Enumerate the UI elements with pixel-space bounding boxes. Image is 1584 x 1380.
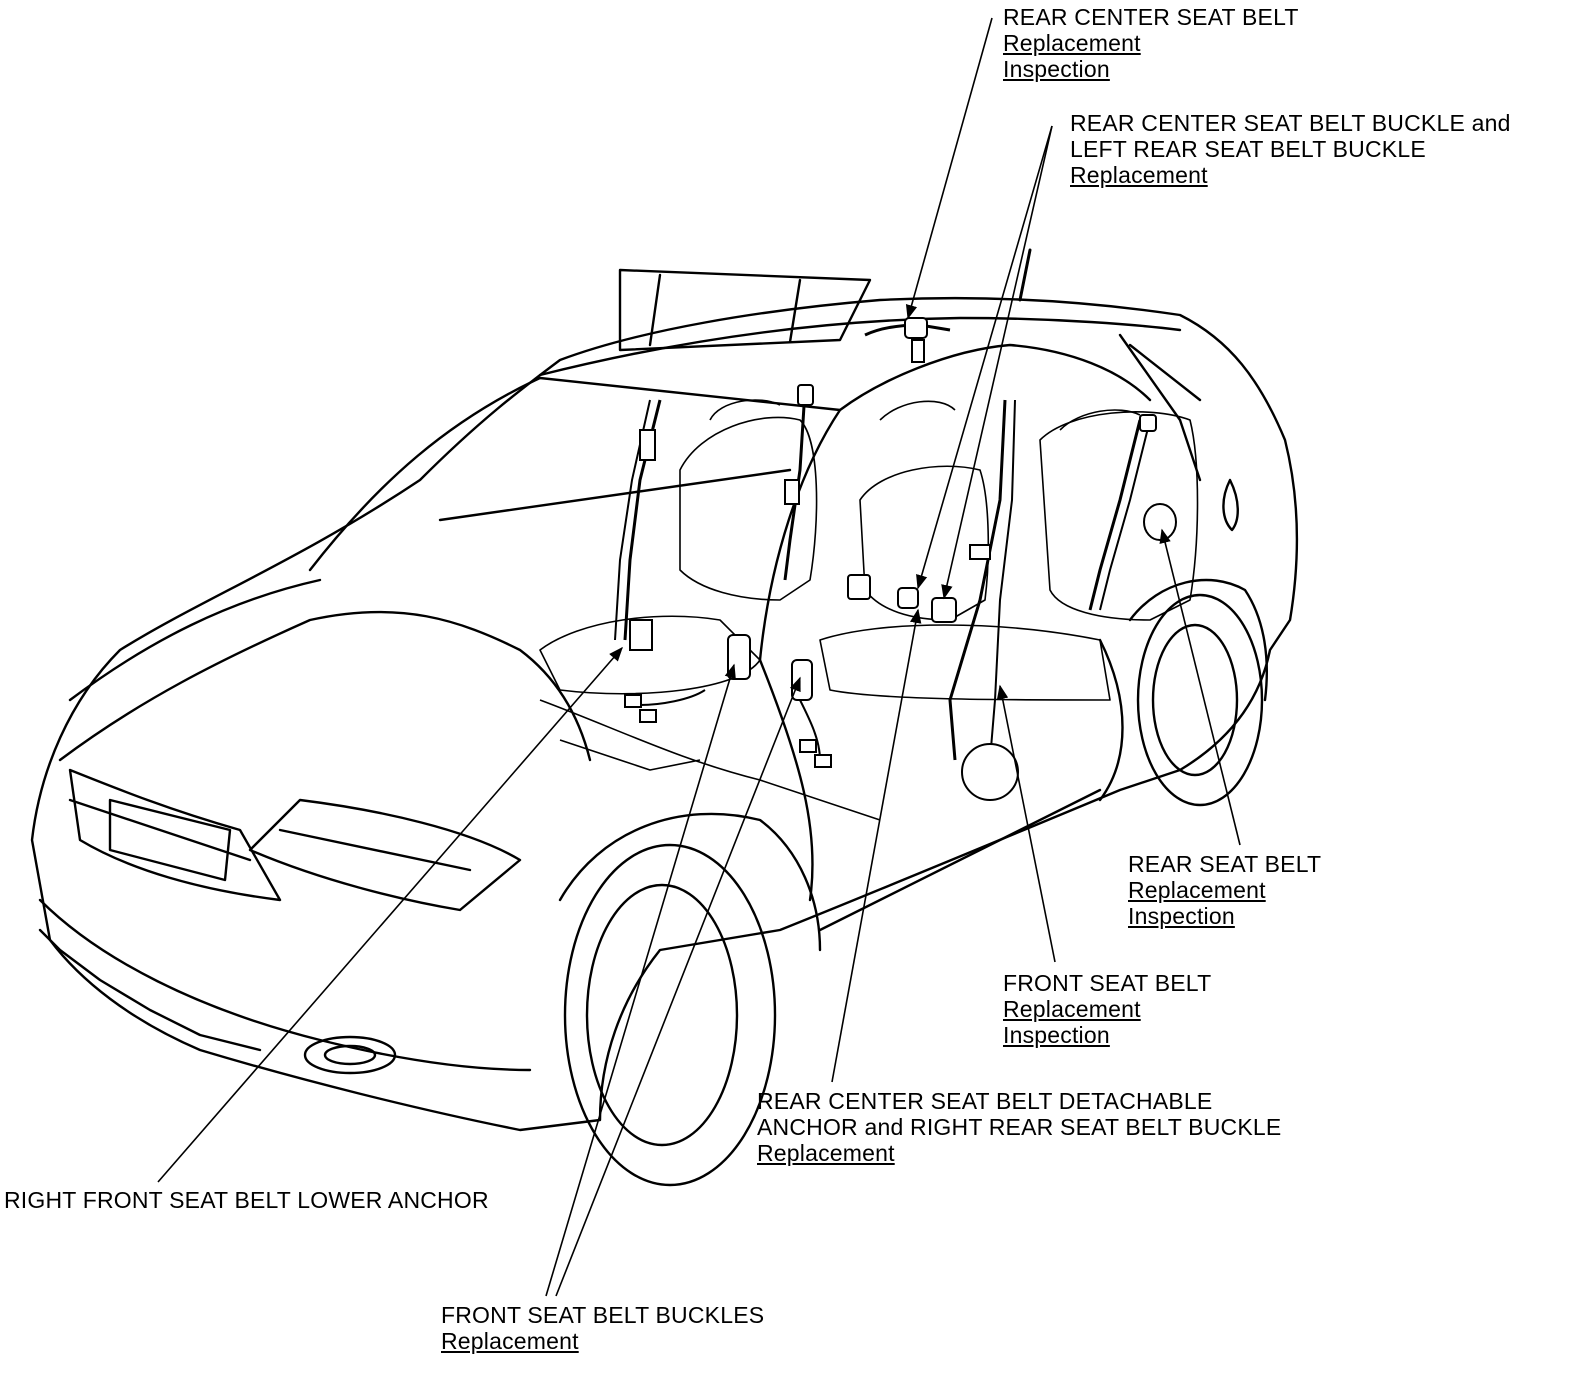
link-replacement[interactable]: Replacement	[1070, 162, 1208, 188]
callout-rear-center-buckle: REAR CENTER SEAT BELT BUCKLE and LEFT RE…	[1070, 110, 1511, 188]
leader-lines	[157, 17, 1241, 1297]
leader-rear-center-anchor	[831, 608, 922, 1083]
leader-rear-center-buckle-b	[941, 125, 1053, 600]
link-replacement[interactable]: Replacement	[1003, 30, 1141, 56]
callout-rear-center-seat-belt: REAR CENTER SEAT BELT Replacement Inspec…	[1003, 4, 1299, 82]
link-inspection[interactable]: Inspection	[1003, 56, 1110, 82]
leader-rear-seat-belt	[1159, 528, 1241, 846]
leader-front-buckles-a	[545, 663, 736, 1297]
leader-front-seat-belt	[996, 684, 1056, 963]
label: REAR CENTER SEAT BELT	[1003, 4, 1299, 30]
label: FRONT SEAT BELT BUCKLES	[441, 1302, 765, 1328]
label: REAR CENTER SEAT BELT DETACHABLE	[757, 1088, 1213, 1114]
label: FRONT SEAT BELT	[1003, 970, 1212, 996]
callout-front-seat-belt: FRONT SEAT BELT Replacement Inspection	[1003, 970, 1211, 1048]
label: ANCHOR and RIGHT REAR SEAT BELT BUCKLE	[757, 1114, 1282, 1140]
leader-rear-center-seat-belt	[905, 17, 993, 320]
callout-rear-center-anchor: REAR CENTER SEAT BELT DETACHABLE ANCHOR …	[757, 1088, 1281, 1166]
callout-rear-seat-belt: REAR SEAT BELT Replacement Inspection	[1128, 851, 1321, 929]
link-replacement[interactable]: Replacement	[757, 1140, 895, 1166]
label: REAR CENTER SEAT BELT BUCKLE and	[1070, 110, 1511, 136]
callout-front-seat-belt-buckles: FRONT SEAT BELT BUCKLES Replacement	[441, 1302, 764, 1354]
label: RIGHT FRONT SEAT BELT LOWER ANCHOR	[4, 1187, 489, 1213]
link-inspection[interactable]: Inspection	[1003, 1022, 1110, 1048]
link-replacement[interactable]: Replacement	[1003, 996, 1141, 1022]
label: REAR SEAT BELT	[1128, 851, 1322, 877]
link-replacement[interactable]: Replacement	[1128, 877, 1266, 903]
leader-front-buckles-b	[555, 676, 801, 1297]
leader-rear-center-buckle-a	[916, 125, 1053, 590]
vehicle-body	[30, 248, 1299, 1187]
seat-belt-assemblies	[614, 317, 1177, 801]
label: LEFT REAR SEAT BELT BUCKLE	[1070, 136, 1426, 162]
link-inspection[interactable]: Inspection	[1128, 903, 1235, 929]
link-replacement[interactable]: Replacement	[441, 1328, 579, 1354]
leader-right-front-lower-anchor	[157, 646, 623, 1183]
vehicle-seats	[539, 399, 1199, 821]
callout-right-front-lower-anchor: RIGHT FRONT SEAT BELT LOWER ANCHOR	[4, 1187, 489, 1213]
